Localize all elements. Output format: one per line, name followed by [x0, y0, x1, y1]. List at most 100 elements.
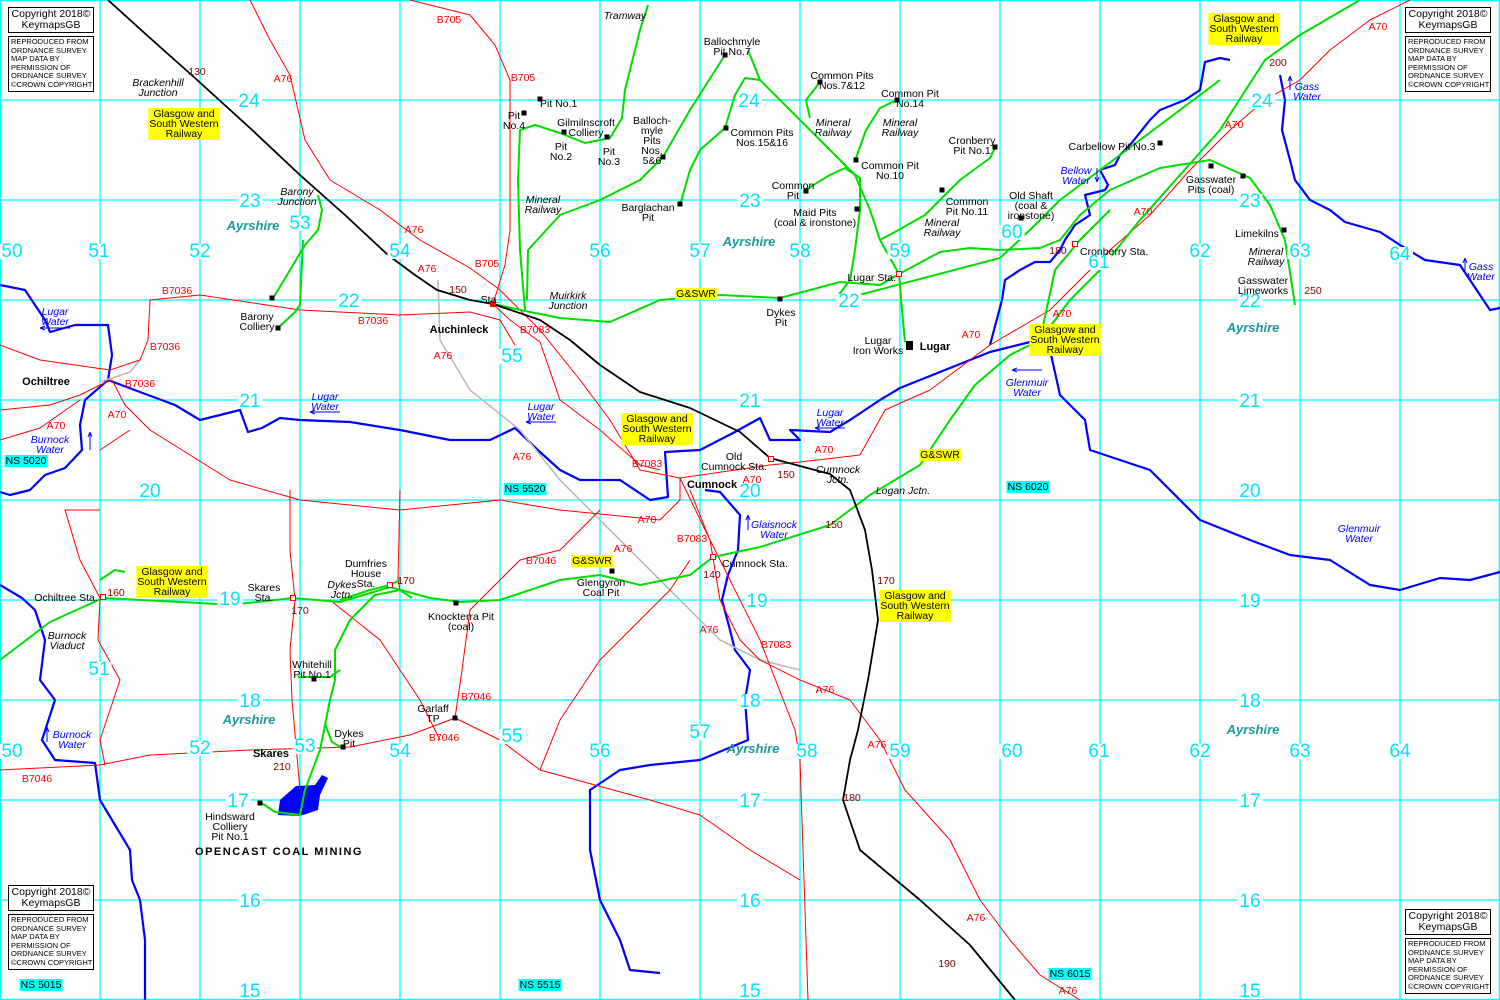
grid-number: 54: [389, 741, 411, 762]
mineral-railway-line: [99, 569, 126, 581]
road-line: [289, 490, 301, 791]
pit-marker: [269, 295, 275, 301]
river-line: [588, 488, 752, 975]
grid-reference: NS 5520: [505, 483, 546, 495]
road-number: B705: [511, 72, 536, 84]
grid-number: 60: [1001, 741, 1022, 762]
grid-number: 15: [739, 981, 760, 1000]
grid-number-mask: [1086, 744, 1112, 759]
road-line: [99, 429, 131, 451]
grid-number-mask: [387, 744, 413, 759]
road-number: B7046: [22, 773, 53, 785]
pit-marker: [803, 188, 809, 194]
copyright-line: Copyright 2018©: [11, 8, 91, 20]
grid-number: 62: [1189, 741, 1210, 762]
road-number: A76: [868, 739, 887, 751]
grid-number-mask: [737, 394, 763, 409]
road-number: A76: [614, 543, 633, 555]
grid-number-mask: [687, 725, 713, 740]
grid-number-mask: [587, 744, 613, 759]
flow-arrow-icon: [814, 425, 845, 431]
road-line: [0, 399, 81, 441]
grid-number: 53: [294, 736, 315, 757]
grid-number: 56: [589, 741, 610, 762]
mineral-railway-line: [277, 239, 304, 329]
river-line: [988, 56, 1231, 346]
grid-number: 60: [1001, 222, 1022, 243]
grid-number-mask: [336, 294, 362, 309]
county-label: Ayrshire: [726, 741, 780, 756]
copyright-notice: REPRODUCED FROM ORDNANCE SURVEY MAP DATA…: [1405, 938, 1491, 994]
spot-height: 170: [877, 575, 895, 587]
road-number: B7036: [162, 285, 193, 297]
grid-number-mask: [1237, 984, 1263, 999]
mineral-railway-line: [879, 145, 997, 241]
pit-marker: [992, 144, 998, 150]
grid-number: 57: [689, 722, 710, 743]
mineral-railway-line: [526, 54, 726, 301]
copyright-notice: REPRODUCED FROM ORDNANCE SURVEY MAP DATA…: [8, 914, 94, 970]
flow-arrow-icon: [1011, 367, 1042, 373]
grid-number: 15: [239, 981, 260, 1000]
place-name: Auchinleck: [430, 324, 490, 336]
station-marker: [768, 456, 774, 462]
grid-number: 21: [739, 391, 760, 412]
grid-number: 62: [1189, 241, 1210, 262]
station-marker: [290, 595, 296, 601]
grid-number-mask: [1237, 484, 1263, 499]
mineral-railway-line: [271, 194, 323, 301]
grid-number: 52: [189, 241, 210, 262]
grid-number-mask: [1086, 255, 1112, 270]
grid-number: 19: [219, 589, 240, 610]
mineral-railway-line: [324, 723, 343, 749]
grid-number: 58: [796, 741, 817, 762]
grid-reference-box: [4, 455, 48, 467]
grid-number: 21: [239, 391, 260, 412]
spot-height: 150: [777, 469, 795, 481]
grid-reference-box: [19, 979, 63, 991]
road-number: A70: [815, 444, 834, 456]
grid-number: 20: [1239, 481, 1260, 502]
feature-label: Knockterra Pit(coal): [428, 611, 494, 633]
grid-number-mask: [187, 244, 213, 259]
flow-arrow-icon: [1287, 75, 1293, 90]
grid-number: 50: [1, 241, 22, 262]
grid-number: 17: [739, 791, 760, 812]
grid-number: 23: [239, 191, 260, 212]
spot-height: 150: [449, 284, 467, 296]
road-number: A70: [1225, 119, 1244, 131]
grid-number-mask: [1237, 594, 1263, 609]
railway-label-box: [1029, 324, 1101, 356]
grid-number-mask: [836, 294, 862, 309]
road-number: B7046: [429, 732, 460, 744]
pit-marker: [853, 157, 859, 163]
mineral-railway-line: [805, 81, 821, 119]
railway-label: G&SWR: [920, 449, 960, 461]
mineral-railway-line: [298, 669, 341, 678]
grid-number: 24: [238, 91, 260, 112]
copyright-box: Copyright 2018©KeymapsGB REPRODUCED FROM…: [8, 7, 94, 92]
grid-number: 20: [139, 481, 160, 502]
disused-railway: [99, 359, 141, 383]
spot-height: 140: [703, 569, 721, 581]
county-label: Ayrshire: [226, 218, 280, 233]
grid-number: 59: [889, 241, 910, 262]
road-number: A76: [816, 684, 835, 696]
grid-number-mask: [225, 794, 251, 809]
